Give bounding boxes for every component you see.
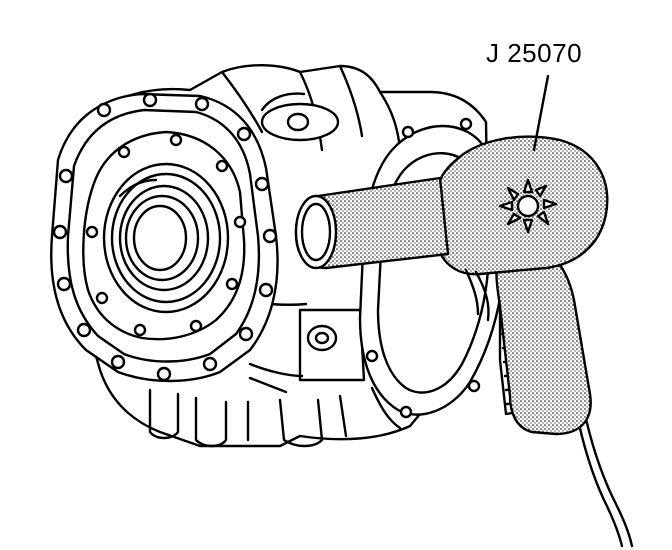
heat-gun — [294, 135, 634, 548]
callout-leader — [532, 74, 550, 152]
tool-callout-label: J 25070 — [486, 38, 583, 68]
front-flange — [50, 92, 279, 383]
